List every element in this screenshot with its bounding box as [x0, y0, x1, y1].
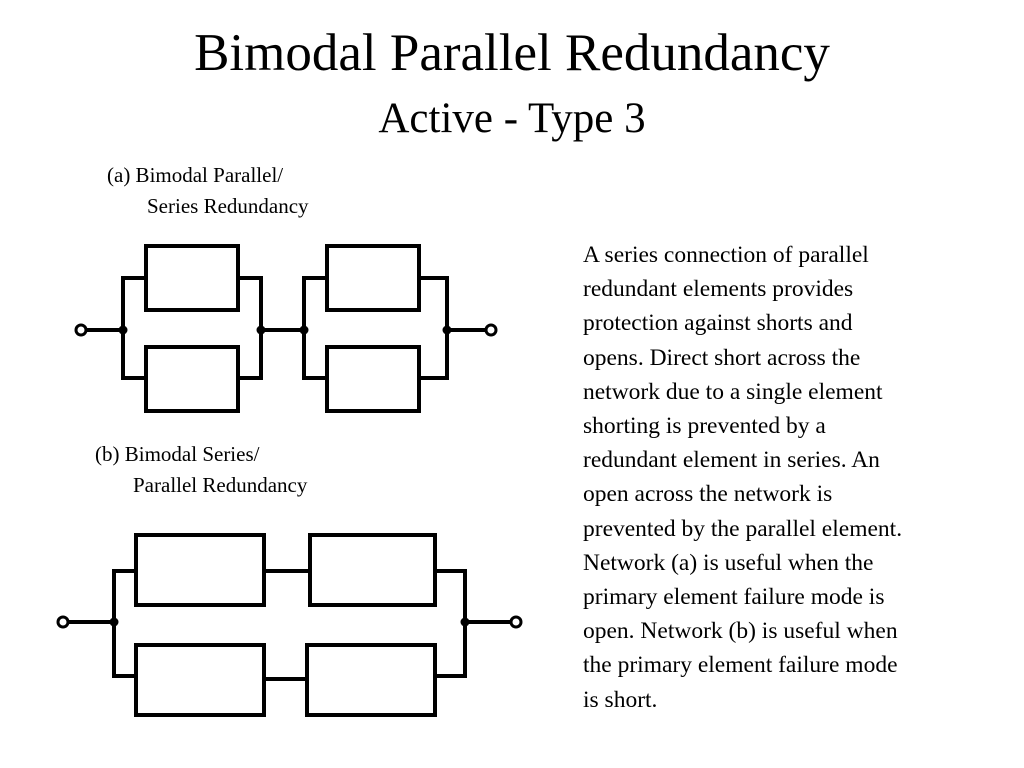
network-a-input-terminal — [74, 323, 88, 337]
description-line: shorting is prevented by a — [583, 413, 826, 440]
network-a-diagram — [74, 244, 498, 413]
description-line: the primary element failure mode — [583, 652, 898, 679]
network-b-element-4 — [305, 643, 437, 717]
network-b-caption-line1: (b) Bimodal Series/ — [95, 442, 260, 466]
network-b-caption-line2: Parallel Redundancy — [133, 473, 308, 497]
network-a-output-terminal — [484, 323, 498, 337]
network-a-junction-node — [299, 325, 309, 335]
network-a-element-1 — [144, 244, 240, 312]
slide-subtitle: Active - Type 3 — [378, 95, 646, 142]
description-line: prevented by the parallel element. — [583, 515, 903, 542]
network-a-caption-line1: (a) Bimodal Parallel/ — [107, 163, 284, 187]
network-b-output-terminal — [509, 615, 523, 629]
network-b-junction-node — [109, 617, 119, 627]
slide-title: Bimodal Parallel Redundancy — [194, 24, 830, 82]
network-b-element-3 — [134, 643, 266, 717]
network-a-element-4 — [325, 345, 421, 413]
description-line: is short. — [583, 686, 658, 713]
description-line: Network (a) is useful when the — [583, 549, 874, 576]
network-b-element-1 — [134, 533, 266, 607]
network-a-caption: (a) Bimodal Parallel/ Series Redundancy — [107, 160, 309, 222]
network-a-junction-node — [256, 325, 266, 335]
network-b-element-2 — [308, 533, 437, 607]
description-line: open across the network is — [583, 481, 833, 508]
network-b-junction-node — [460, 617, 470, 627]
network-b-input-terminal — [56, 615, 70, 629]
description-line: A series connection of parallel — [583, 242, 869, 268]
network-b-caption: (b) Bimodal Series/ Parallel Redundancy — [95, 439, 307, 501]
description-line: open. Network (b) is useful when — [583, 618, 898, 645]
description-line: opens. Direct short across the — [583, 344, 861, 371]
description-line: redundant element in series. An — [583, 447, 880, 474]
network-a-element-2 — [144, 345, 240, 413]
description-line: primary element failure mode is — [583, 584, 885, 611]
description-text: A series connection of parallel redundan… — [583, 238, 983, 717]
network-a-element-3 — [325, 244, 421, 312]
description-line: redundant elements provides — [583, 276, 854, 303]
network-a-junction-node — [442, 325, 452, 335]
description-line: network due to a single element — [583, 378, 883, 405]
network-b-diagram — [56, 533, 523, 717]
description-line: protection against shorts and — [583, 310, 853, 337]
network-a-caption-line2: Series Redundancy — [147, 194, 309, 218]
network-a-junction-node — [118, 325, 128, 335]
